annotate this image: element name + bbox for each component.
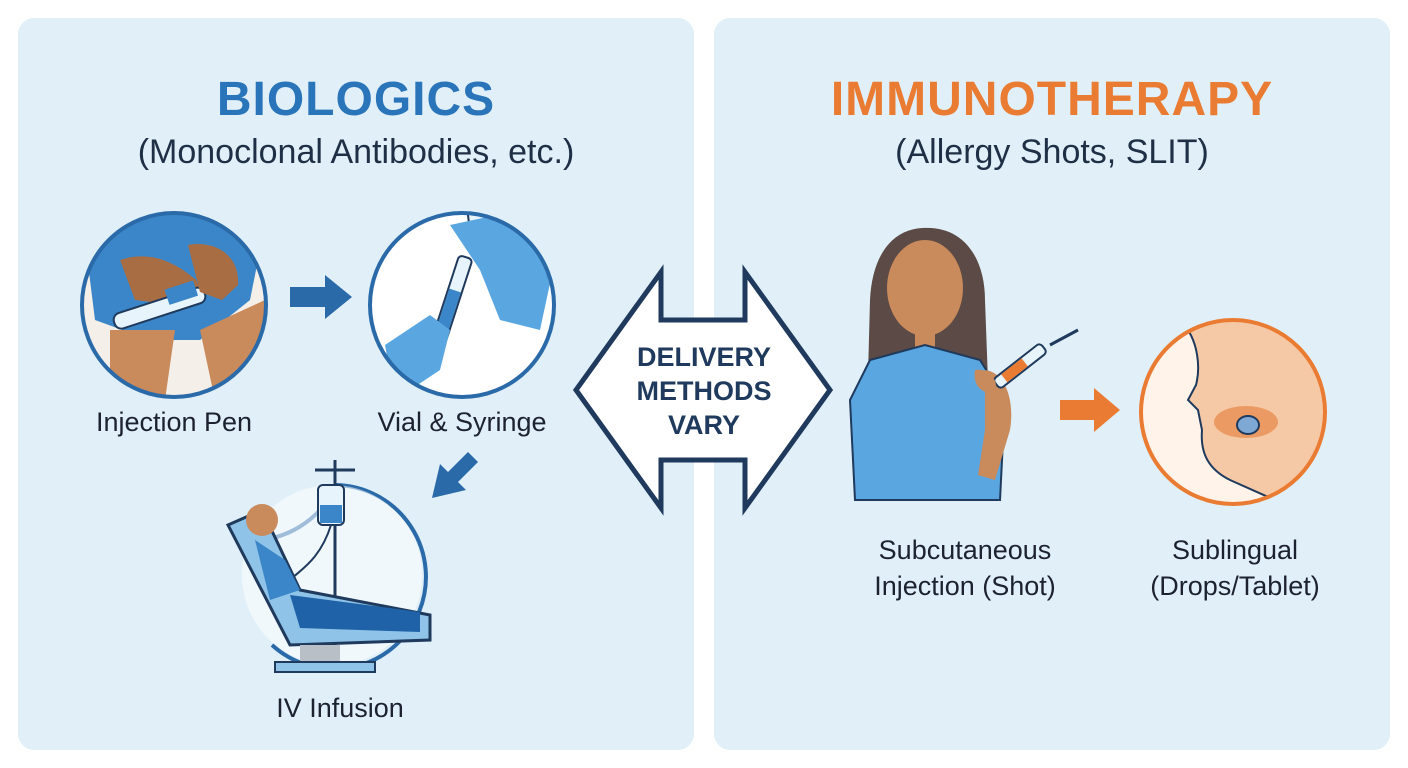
vial-syringe-icon <box>368 211 556 399</box>
center-line-1: DELIVERY <box>636 342 772 372</box>
sublingual-icon <box>1139 318 1327 506</box>
sublingual-label: Sublingual (Drops/Tablet) <box>1120 532 1350 604</box>
subcutaneous-shot-icon <box>848 227 1079 501</box>
injection-pen-icon <box>80 211 268 399</box>
arrow-icon <box>432 452 478 498</box>
sublingual-label-line2: (Drops/Tablet) <box>1150 571 1320 601</box>
center-line-3: VARY <box>667 410 740 440</box>
immunotherapy-subtitle: (Allergy Shots, SLIT) <box>895 133 1209 171</box>
subcutaneous-label-line2: Injection (Shot) <box>874 571 1056 601</box>
immunotherapy-title: IMMUNOTHERAPY <box>830 73 1274 126</box>
center-line-2: METHODS <box>636 376 772 406</box>
iv-infusion-icon <box>225 460 432 673</box>
iv-infusion-label: IV Infusion <box>276 693 404 723</box>
biologics-subtitle: (Monoclonal Antibodies, etc.) <box>137 133 575 171</box>
double-arrow-icon <box>572 264 834 516</box>
injection-pen-label: Injection Pen <box>95 407 253 437</box>
vial-syringe-label: Vial & Syringe <box>377 407 547 437</box>
arrow-icon <box>1060 388 1120 432</box>
delivery-methods-label: DELIVERY METHODS VARY <box>590 340 818 442</box>
arrow-icon <box>290 275 352 319</box>
subcutaneous-label: Subcutaneous Injection (Shot) <box>845 532 1085 604</box>
biologics-title: BIOLOGICS <box>216 73 496 126</box>
sublingual-label-line1: Sublingual <box>1171 535 1299 565</box>
subcutaneous-label-line1: Subcutaneous <box>878 535 1052 565</box>
